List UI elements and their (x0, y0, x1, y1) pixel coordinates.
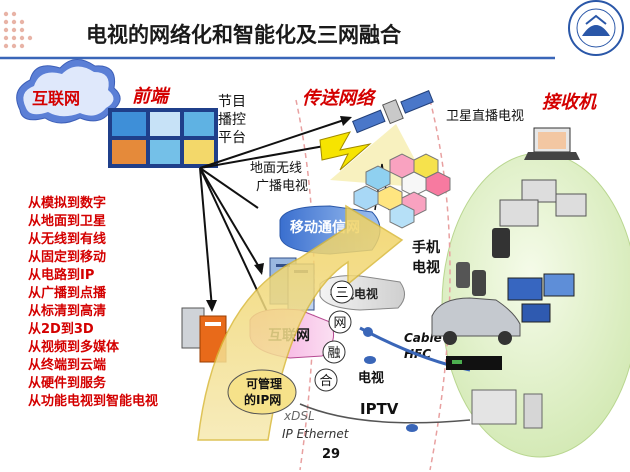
svg-text:网: 网 (333, 316, 346, 331)
laptop-icon (524, 127, 580, 160)
svg-text:节目: 节目 (218, 94, 246, 110)
transmission-heading: 传送网络 (302, 88, 377, 109)
header-dots (3, 11, 33, 49)
receiver-heading: 接收机 (542, 92, 597, 113)
transition-item: 从固定到移动 (28, 249, 106, 265)
transition-item: 从2D到3D (28, 322, 94, 337)
car-icon (431, 297, 521, 345)
transition-item: 从硬件到服务 (28, 375, 107, 391)
mobile-tv-label-2: 电视 (412, 259, 440, 276)
transition-item: 从电路到IP (28, 267, 94, 283)
iptv-label: IPTV (360, 400, 399, 418)
front-end-heading: 前端 (132, 86, 171, 107)
transition-item: 从功能电视到智能电视 (28, 393, 158, 409)
transition-item: 从标清到高清 (28, 303, 106, 319)
transition-item: 从广播到点播 (28, 285, 107, 301)
transition-item: 从地面到卫星 (28, 213, 106, 229)
page-number: 29 (322, 447, 340, 462)
receiver-boundary (429, 99, 451, 471)
network-nodes (364, 356, 418, 432)
firewall-icon (181, 307, 227, 363)
satellite-icon (352, 90, 434, 134)
transition-item: 从视频到多媒体 (28, 339, 120, 355)
svg-text:合: 合 (319, 374, 332, 389)
managed-ip-badge: 可管理 的IP网 (227, 369, 297, 415)
front-end-screens (108, 108, 218, 168)
tv-label: 电视 (358, 370, 384, 386)
svg-text:平台: 平台 (218, 130, 246, 146)
desktop-pc-icon (471, 389, 543, 429)
svg-text:融: 融 (327, 346, 340, 361)
university-seal-icon (568, 0, 624, 56)
mobile-phone-icon (456, 228, 510, 296)
distribution-arrows (199, 117, 351, 319)
cellular-hexagons (353, 153, 451, 229)
terrestrial-tv-label-1: 地面无线 (250, 161, 302, 176)
monitor-icon (499, 179, 587, 227)
transitions-list: 从模拟到数字 从地面到卫星 从无线到有线 从固定到移动 从电路到IP 从广播到点… (28, 195, 158, 409)
ip-ethernet-label: IP Ethernet (282, 427, 350, 441)
svg-text:播控: 播控 (218, 112, 246, 128)
iptv-line (299, 403, 471, 424)
svg-text:可管理: 可管理 (246, 376, 282, 391)
program-platform-label: 节目 播控 平台 (218, 94, 246, 146)
internet-cloud: 互联网 (16, 59, 121, 124)
convergence-text: 三 网 融 合 (314, 280, 354, 392)
internet-cloud-label: 互联网 (32, 89, 80, 108)
transition-item: 从终端到云端 (28, 357, 106, 373)
transition-item: 从无线到有线 (28, 231, 106, 247)
cable-node (363, 327, 373, 337)
set-top-box-icon (446, 356, 502, 370)
slide-title: 电视的网络化和智能化及三网融合 (86, 23, 402, 47)
mobile-tv-label-1: 手机 (412, 239, 440, 256)
satellite-tv-label: 卫星直播电视 (446, 109, 524, 124)
lightning-icon (319, 131, 372, 171)
tv-screens (507, 273, 575, 323)
svg-text:的IP网: 的IP网 (244, 392, 281, 407)
xdsl-label: xDSL (283, 409, 315, 423)
svg-text:三: 三 (335, 286, 348, 301)
transition-item: 从模拟到数字 (28, 195, 106, 211)
terrestrial-tv-label-2: 广播电视 (256, 179, 308, 194)
